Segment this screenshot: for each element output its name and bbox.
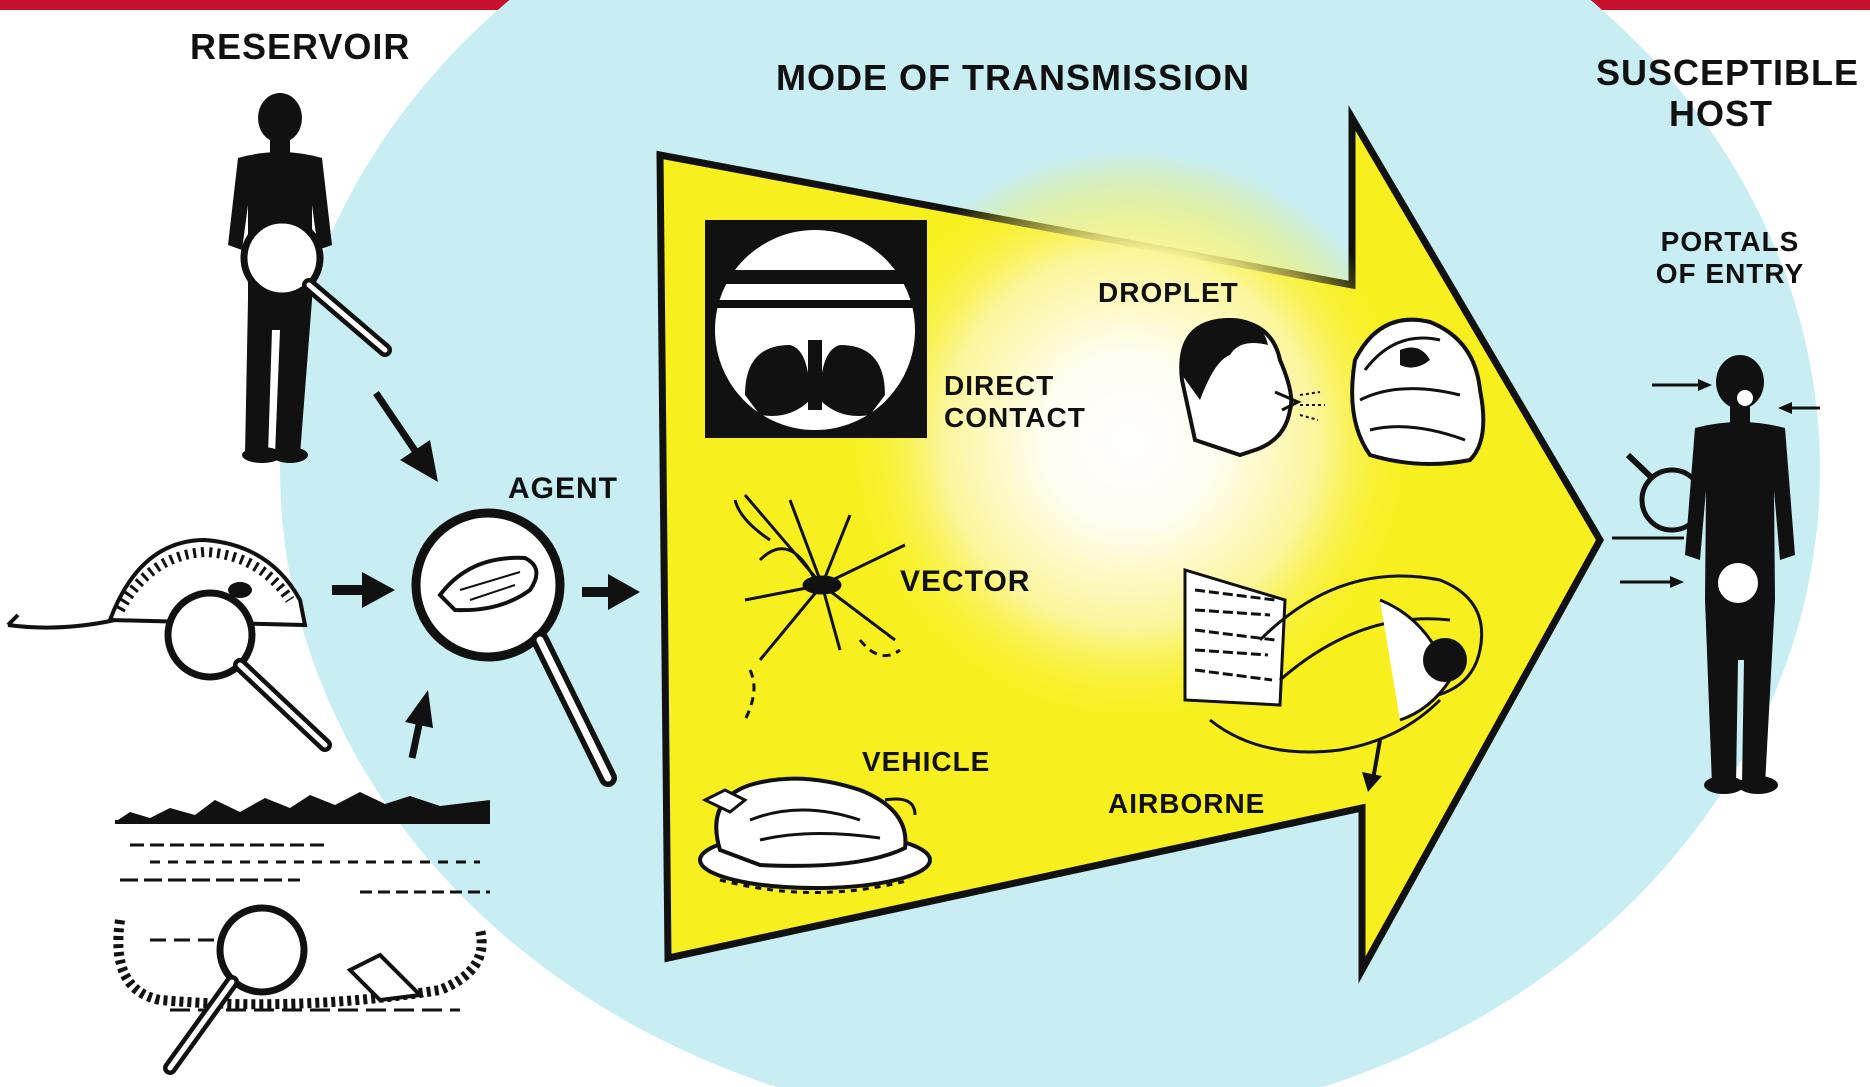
portals-of-entry-label: PORTALS OF ENTRY [1625, 226, 1835, 290]
magnifier-icon [170, 908, 304, 1068]
susceptible-host-line1: SUSCEPTIBLE [1596, 52, 1846, 93]
vector-label: VECTOR [900, 565, 1030, 600]
mode-of-transmission-label: MODE OF TRANSMISSION [776, 57, 1250, 98]
animal-reservoir-icon [8, 540, 305, 628]
direct-contact-line2: CONTACT [944, 402, 1086, 434]
direct-contact-label: DIRECT CONTACT [944, 370, 1086, 434]
droplet-label: DROPLET [1098, 277, 1239, 309]
susceptible-host-label: SUSCEPTIBLE HOST [1596, 52, 1846, 135]
reservoir-label: RESERVOIR [190, 26, 410, 67]
direct-contact-line1: DIRECT [944, 370, 1086, 402]
airborne-label: AIRBORNE [1108, 788, 1265, 820]
susceptible-host-line2: HOST [1596, 93, 1846, 134]
lungs-xray-icon [705, 220, 927, 438]
portals-of-entry-line2: OF ENTRY [1625, 258, 1835, 290]
portals-of-entry-line1: PORTALS [1625, 226, 1835, 258]
agent-label: AGENT [508, 472, 618, 507]
vehicle-label: VEHICLE [862, 746, 990, 778]
